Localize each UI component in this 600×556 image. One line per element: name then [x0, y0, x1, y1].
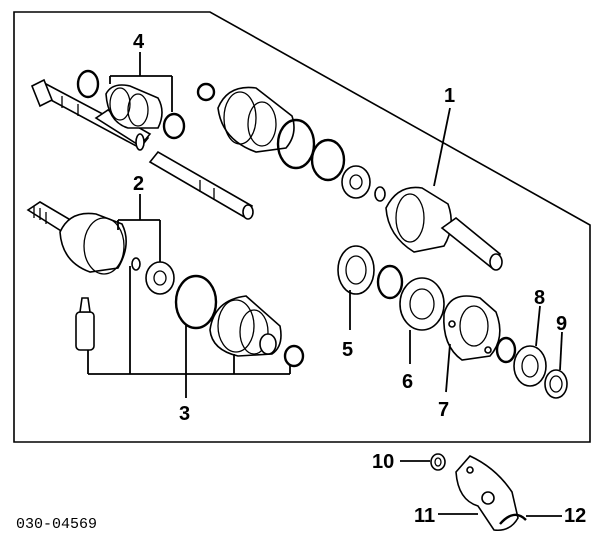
inner-boot-upper [76, 69, 186, 140]
callout-4: 4 [133, 31, 145, 53]
washer-part-8 [513, 345, 547, 387]
clip-part-12 [499, 513, 527, 525]
nut-part-10 [430, 453, 446, 471]
callout-10: 10 [372, 451, 394, 473]
housing-part-7 [443, 295, 501, 361]
callout-1: 1 [444, 85, 455, 107]
inner-boot-lower [174, 274, 305, 368]
callout-11: 11 [414, 505, 435, 527]
callout-12: 12 [564, 505, 586, 527]
leader-lines [87, 52, 563, 517]
assembly-frame [13, 11, 591, 443]
seal-part-9 [544, 369, 568, 399]
callout-2: 2 [133, 173, 144, 195]
callout-6: 6 [402, 371, 413, 393]
callout-9: 9 [556, 313, 567, 335]
catalog-number: 030-04569 [16, 516, 97, 533]
drive-shaft-upper [196, 82, 503, 271]
callout-5: 5 [342, 339, 353, 361]
bearing-part-6 [399, 277, 445, 331]
snap-ring [376, 264, 404, 300]
small-ring [495, 336, 517, 364]
callout-7: 7 [438, 399, 449, 421]
intermediate-shaft [30, 78, 152, 151]
seal-part-5 [337, 245, 375, 295]
drive-shaft-lower [26, 201, 175, 295]
grease-tube [75, 297, 95, 351]
callout-3: 3 [179, 403, 190, 425]
lower-shaft [148, 150, 254, 220]
bracket-part-11 [455, 455, 519, 532]
callout-8: 8 [534, 287, 545, 309]
